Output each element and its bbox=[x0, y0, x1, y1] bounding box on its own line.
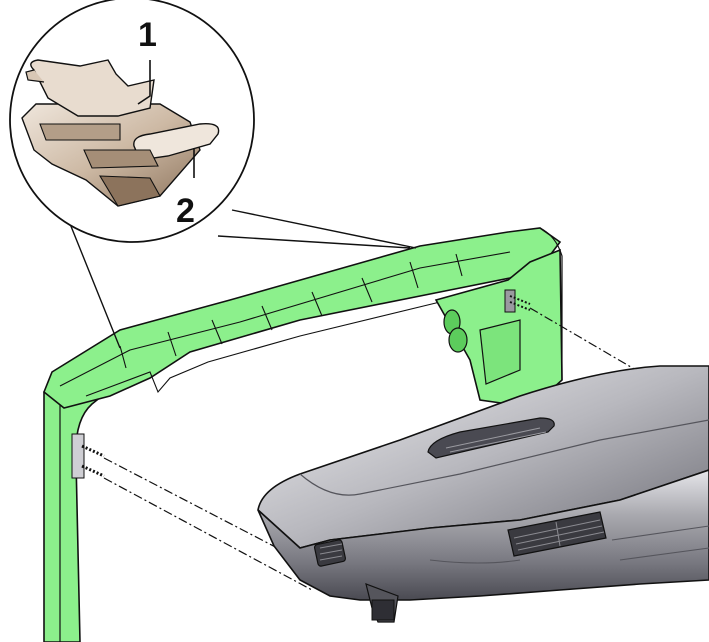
left-pillar bbox=[43, 379, 114, 642]
dashboard-center-vents bbox=[507, 511, 607, 557]
mounting-bolts bbox=[71, 289, 531, 479]
alignment-line-right bbox=[529, 307, 637, 371]
body-frame bbox=[43, 227, 563, 642]
right-pillar-hole-lower bbox=[448, 327, 468, 353]
callout-number-2: 2 bbox=[176, 192, 195, 230]
detail-magnifier: 1 2 bbox=[9, 0, 417, 349]
dashboard-lower-bracket-tab bbox=[371, 599, 395, 621]
alignment-line-left-lower bbox=[103, 477, 313, 591]
right-pillar-bracket bbox=[479, 319, 521, 385]
clip-spring-tab bbox=[133, 123, 220, 161]
cross-member-ribs bbox=[59, 251, 511, 387]
right-mounting-bolt bbox=[504, 289, 531, 313]
dashboard-crease bbox=[299, 419, 709, 496]
right-pillar-outer bbox=[539, 227, 563, 380]
left-mounting-studs bbox=[71, 433, 105, 479]
callout-1-leader bbox=[137, 60, 151, 105]
dashboard-panel bbox=[257, 365, 709, 623]
retaining-clip bbox=[21, 59, 220, 207]
dashboard-front-face bbox=[257, 469, 709, 601]
clip-upper-tongue bbox=[30, 59, 155, 117]
callout-number-1: 1 bbox=[138, 16, 157, 54]
